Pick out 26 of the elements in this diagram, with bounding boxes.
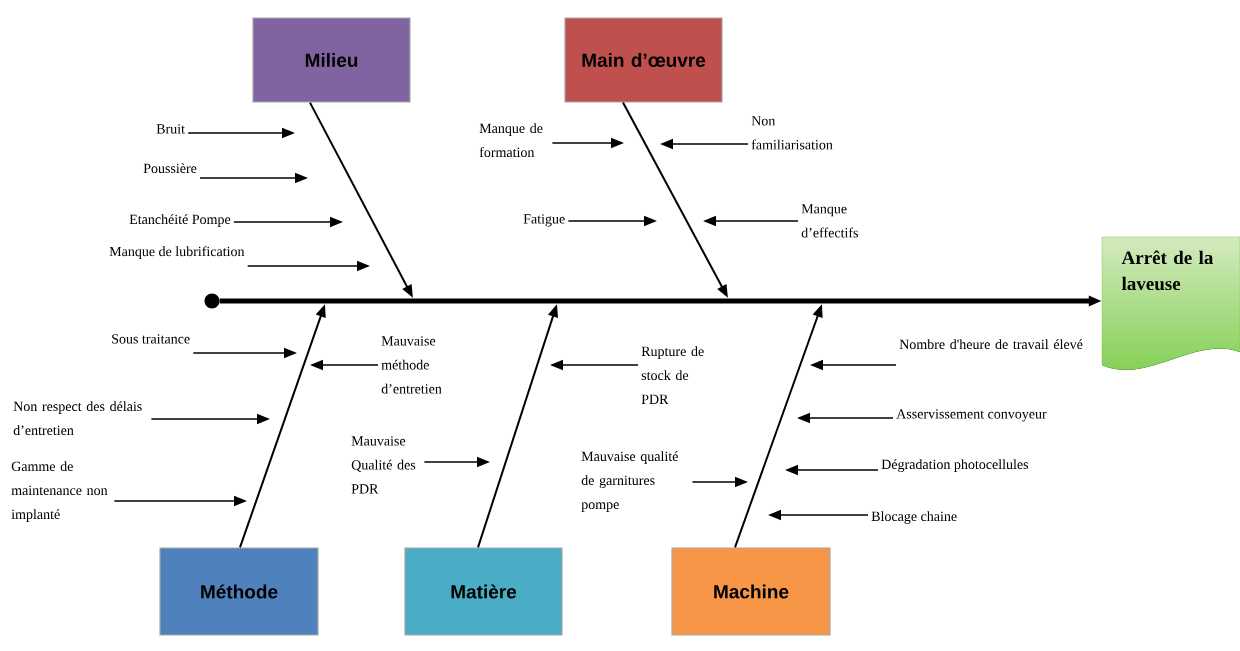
category-box: Matière xyxy=(404,547,563,636)
category-box: Méthode xyxy=(159,547,319,636)
cause-text: Rupture de stock de PDR xyxy=(641,346,704,404)
cause-text: Mauvaise méthode d’entretien xyxy=(381,336,442,394)
category-box: Milieu xyxy=(252,17,411,103)
cause-text: Nombre d'heure de travail élevé xyxy=(899,339,1083,350)
cause-text: Mauvaise Qualité des PDR xyxy=(351,436,416,494)
start-dot xyxy=(204,293,220,309)
cause-text: Manque de formation xyxy=(479,123,543,158)
category-box: Main d’œuvre xyxy=(564,17,723,103)
cause-text: Dégradation photocellules xyxy=(881,459,1029,472)
cause-text: Manque de lubrification xyxy=(109,246,245,260)
cause-text: Sous traitance xyxy=(112,334,190,344)
cause-text: Blocage chaine xyxy=(871,511,957,524)
cause-text: Fatigue xyxy=(523,214,565,227)
effect-box: Arrêt de la laveuse xyxy=(1101,236,1240,370)
cause-text: Mauvaise qualité de garnitures pompe xyxy=(581,451,678,512)
cause-text: Bruit xyxy=(156,124,185,134)
cause-text: Etanchéité Pompe xyxy=(129,214,231,227)
cause-text: Asservissement convoyeur xyxy=(896,409,1047,422)
cause-text: Poussière xyxy=(143,163,197,174)
category-box: Machine xyxy=(671,547,831,636)
cause-text: Non respect des délais d’entretien xyxy=(13,401,142,436)
cause-text: Manque d’effectifs xyxy=(801,204,858,238)
cause-text: Gamme de maintenance non implanté xyxy=(11,461,108,522)
cause-text: Non familiarisation xyxy=(751,116,833,150)
